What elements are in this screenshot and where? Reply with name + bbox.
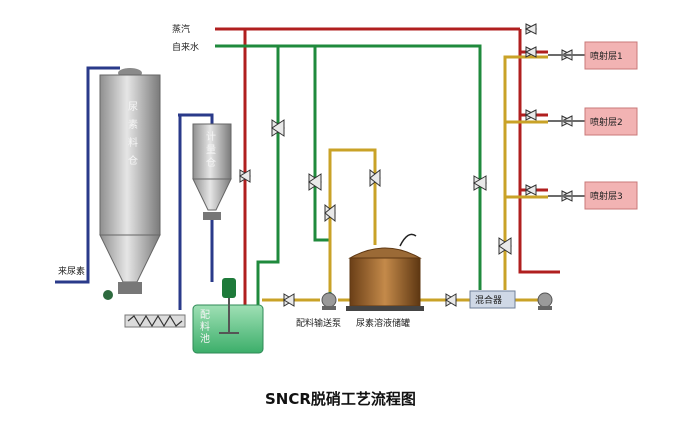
spray-layer-1: 喷射层1 [584,41,638,70]
valve-icon [473,175,487,191]
mixer-pump [537,292,553,310]
metering-label-1: 计 [206,130,216,143]
valve-icon [498,237,512,255]
valve-icon [239,169,251,183]
feed-pump-label: 配料输送泵 [296,317,341,329]
spray-layer-1-label: 喷射层1 [590,50,623,62]
mixing-label-2: 料 [200,320,210,333]
spray-layer-2-label: 喷射层2 [590,116,623,128]
valve-icon [445,293,457,307]
mixing-label-1: 配 [200,309,210,321]
urea-silo: 尿 素 料 仓 [99,68,161,300]
mixer-label: 混合器 [475,294,502,306]
valve-icon [524,184,538,196]
silo-label-2: 素 [128,118,138,131]
mixing-label-3: 池 [200,332,210,345]
mixer: 混合器 [469,290,516,309]
silo-label-1: 尿 [128,101,138,113]
metering-label-2: 量 [206,144,216,156]
valve-icon [524,46,538,58]
valve-icon [308,173,322,191]
silo-label-4: 仓 [128,154,138,167]
valve-icon [524,109,538,121]
spray-layer-3: 喷射层3 [584,181,638,210]
silo-label-3: 料 [128,136,138,149]
valve-icon [524,23,538,35]
tap-water-label: 自来水 [172,41,199,53]
screw-conveyor [124,314,186,328]
storage-tank-label: 尿素溶液储罐 [356,317,410,329]
mixing-tank: 配 料 池 [192,278,264,354]
feed-pump [321,292,337,310]
metering-bin: 计 量 仓 [192,123,232,220]
spray-feed-lines [548,54,585,197]
urea-in-label: 来尿素 [58,265,85,277]
solution-pipeline [262,55,548,302]
spray-layer-3-label: 喷射层3 [590,190,623,202]
water-pipeline [215,44,482,305]
valve-icon [324,203,336,223]
valve-icon [283,293,295,307]
valves [239,23,574,307]
steam-label: 蒸汽 [172,23,190,35]
storage-tank [346,233,424,311]
diagram-title: SNCR脱硝工艺流程图 [265,390,416,408]
valve-icon [369,168,381,188]
metering-label-3: 仓 [206,156,216,169]
spray-layer-2: 喷射层2 [584,107,638,136]
valve-icon [271,119,285,137]
